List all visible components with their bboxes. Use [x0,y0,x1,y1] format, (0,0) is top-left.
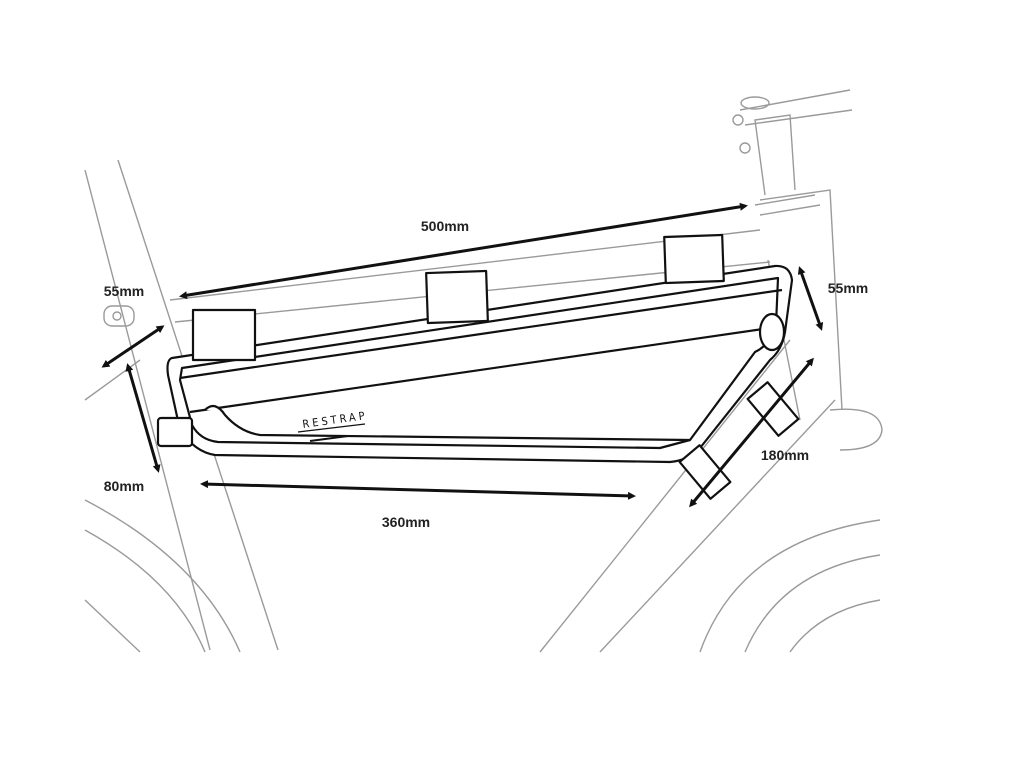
dimension-label-top: 500mm [420,218,470,234]
arrow-500mm [179,202,748,300]
bike-frame [84,89,883,653]
dimension-arrows [101,202,824,508]
dimension-label-front-diagonal: 180mm [760,447,810,463]
strap [191,308,257,362]
dimension-label-rear-height: 55mm [103,283,145,299]
arrow-80mm [125,363,161,473]
arrow-55mm-front [797,266,824,331]
dimension-label-bottom: 360mm [381,514,431,530]
frame-bag: RESTRAP [156,233,800,500]
arrow-180mm [689,357,814,508]
dimension-label-front-height: 55mm [827,280,869,296]
arrow-55mm-rear [101,325,165,368]
arrow-360mm [200,480,636,500]
strap [663,233,725,285]
strap [425,269,489,325]
dimension-label-rear-depth: 80mm [103,478,145,494]
